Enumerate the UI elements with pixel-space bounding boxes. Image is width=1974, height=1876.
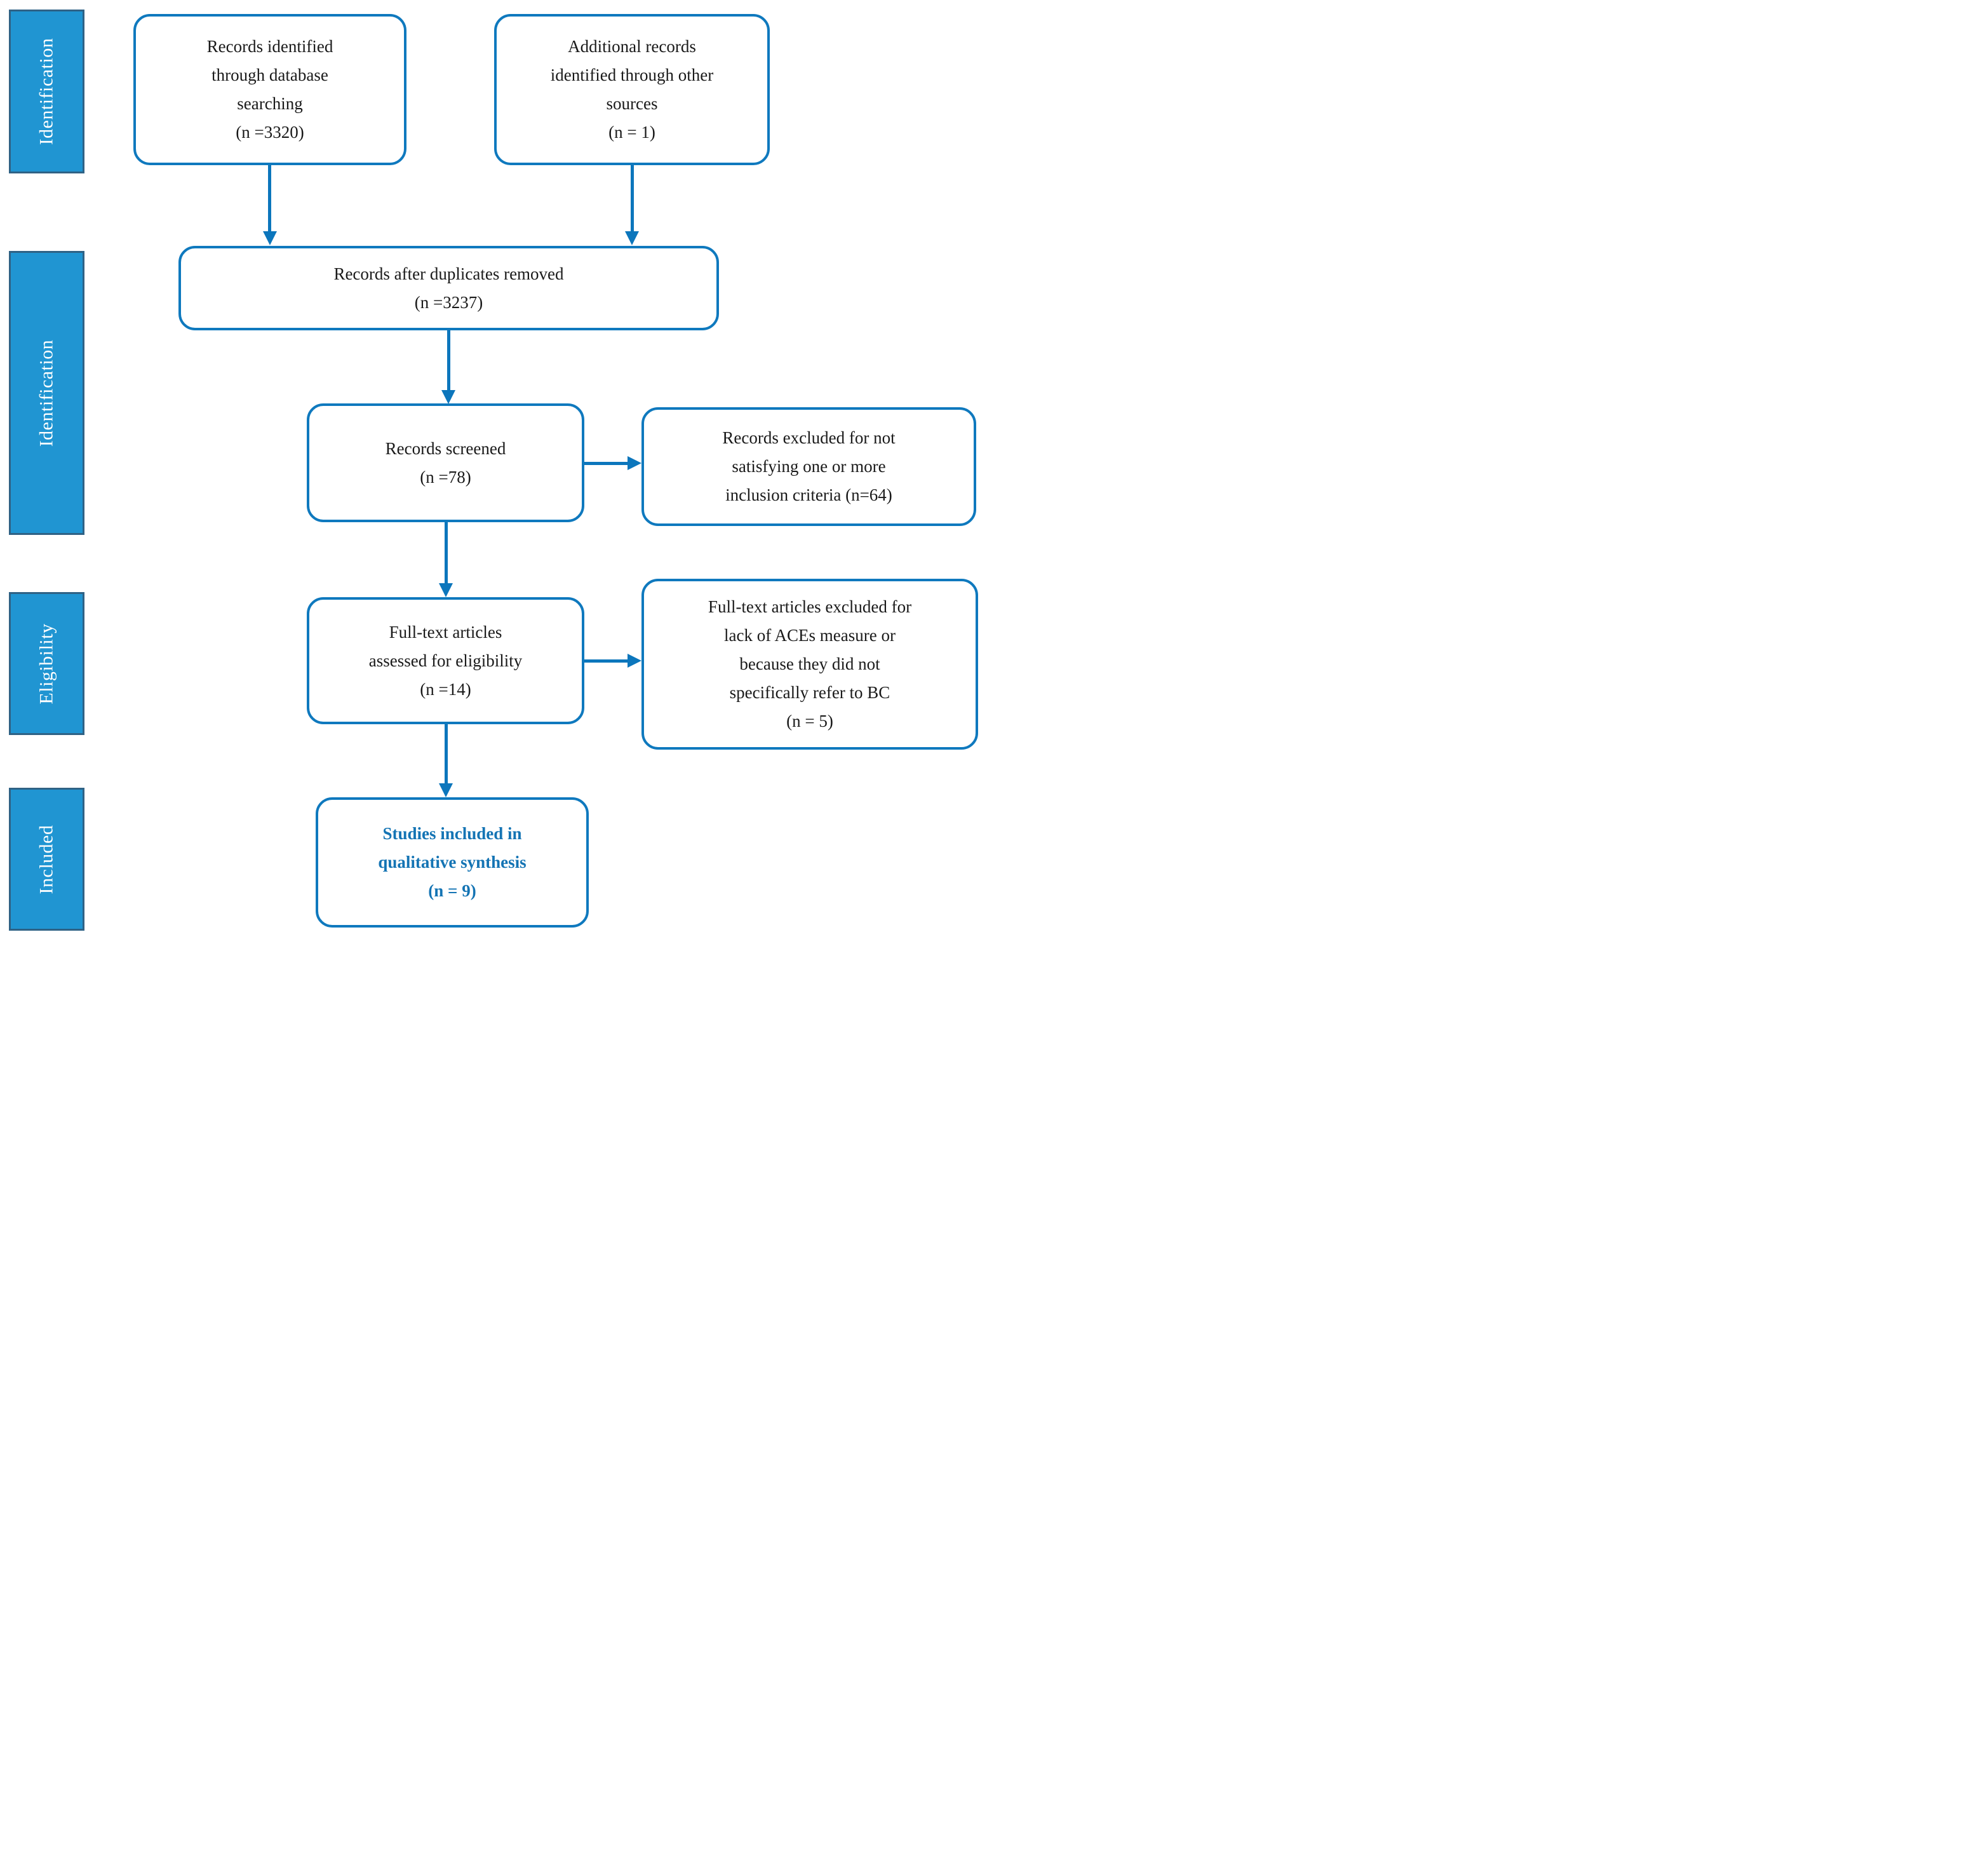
stage-band-identification-top: Identification <box>9 10 84 173</box>
box-records-after-duplicates-removed-count: (n =3237) <box>414 292 483 312</box>
box-fulltext-excluded-count: (n = 5) <box>786 712 833 731</box>
arrow-database-to-duplicates-head <box>263 231 277 245</box>
box-fulltext-assessed-text: Full-text articles assessed for eligibil… <box>368 622 523 670</box>
box-records-identified-database-count: (n =3320) <box>236 123 304 142</box>
stage-label-included: Included <box>36 825 57 894</box>
arrow-fulltext-to-excluded-head <box>628 654 641 668</box>
prisma-flow-diagram: Identification Identification Eligibilit… <box>0 0 987 938</box>
box-studies-included: Studies included in qualitative synthesi… <box>316 797 589 928</box>
box-records-identified-database: Records identified through database sear… <box>133 14 406 165</box>
box-additional-records-other-sources-text: Additional records identified through ot… <box>550 37 714 113</box>
arrow-database-to-duplicates-line <box>268 165 271 231</box>
box-fulltext-assessed: Full-text articles assessed for eligibil… <box>307 597 584 724</box>
box-fulltext-assessed-count: (n =14) <box>420 679 471 699</box>
box-fulltext-excluded-text: Full-text articles excluded for lack of … <box>708 597 912 702</box>
stage-band-included: Included <box>9 788 84 931</box>
box-records-excluded-text: Records excluded for not satisfying one … <box>722 428 896 504</box>
stage-label-identification-second: Identification <box>36 339 57 447</box>
box-records-screened-text: Records screened <box>385 438 506 458</box>
arrow-duplicates-to-screened-line <box>447 330 450 390</box>
stage-band-eligibility: Eligibility <box>9 592 84 735</box>
box-studies-included-text: Studies included in qualitative synthesi… <box>378 824 527 872</box>
box-additional-records-other-sources-count: (n = 1) <box>608 123 655 142</box>
box-records-screened: Records screened (n =78) <box>307 403 584 522</box>
box-studies-included-count: (n = 9) <box>428 881 476 900</box>
arrow-screened-to-excluded-head <box>628 456 641 470</box>
arrow-fulltext-to-included-head <box>439 783 453 797</box>
arrow-other-sources-to-duplicates-line <box>631 165 634 231</box>
box-records-identified-database-text: Records identified through database sear… <box>206 37 333 113</box>
box-records-after-duplicates-removed: Records after duplicates removed (n =323… <box>178 246 719 330</box>
arrow-fulltext-to-included-line <box>445 724 448 783</box>
box-additional-records-other-sources: Additional records identified through ot… <box>494 14 770 165</box>
box-records-screened-count: (n =78) <box>420 467 471 487</box>
arrow-fulltext-to-excluded-line <box>584 659 628 663</box>
stage-label-eligibility: Eligibility <box>36 623 57 705</box>
box-records-after-duplicates-removed-text: Records after duplicates removed <box>333 264 564 283</box>
arrow-screened-to-fulltext-line <box>445 522 448 583</box>
arrow-screened-to-fulltext-head <box>439 583 453 597</box>
arrow-duplicates-to-screened-head <box>441 390 455 404</box>
stage-label-identification-top: Identification <box>36 37 57 145</box>
box-records-excluded: Records excluded for not satisfying one … <box>641 407 976 526</box>
arrow-screened-to-excluded-line <box>584 462 628 465</box>
arrow-other-sources-to-duplicates-head <box>625 231 639 245</box>
box-fulltext-excluded: Full-text articles excluded for lack of … <box>641 579 978 750</box>
stage-band-identification-second: Identification <box>9 251 84 535</box>
